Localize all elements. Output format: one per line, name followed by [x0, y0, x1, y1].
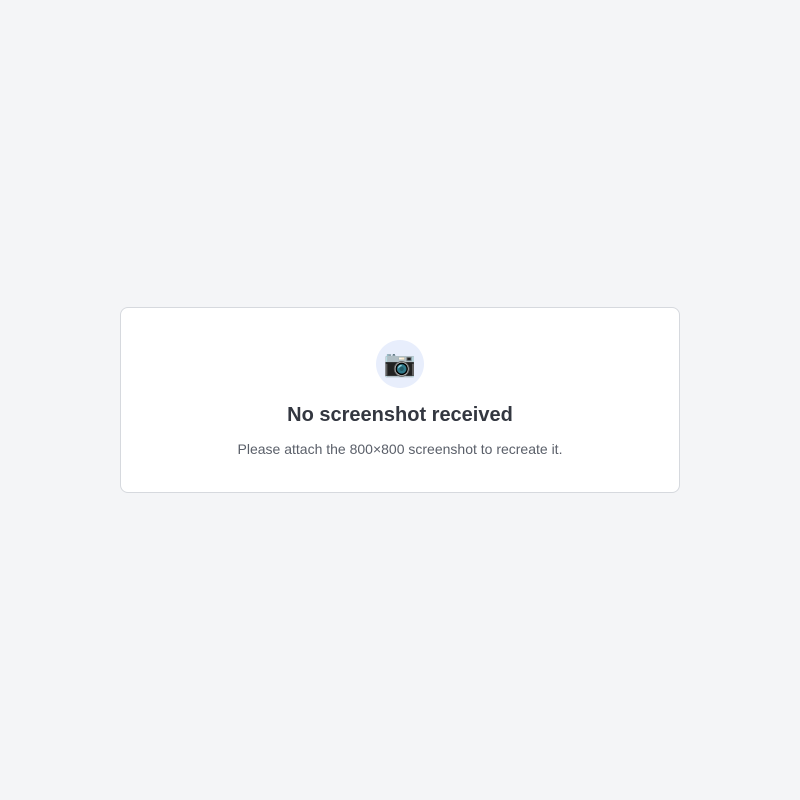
image-icon: 📷 [376, 340, 424, 388]
notice-title: No screenshot received [287, 404, 513, 426]
notice-message: Please attach the 800×800 screenshot to … [237, 441, 563, 457]
notice-card: 📷 No screenshot received Please attach t… [120, 307, 680, 493]
